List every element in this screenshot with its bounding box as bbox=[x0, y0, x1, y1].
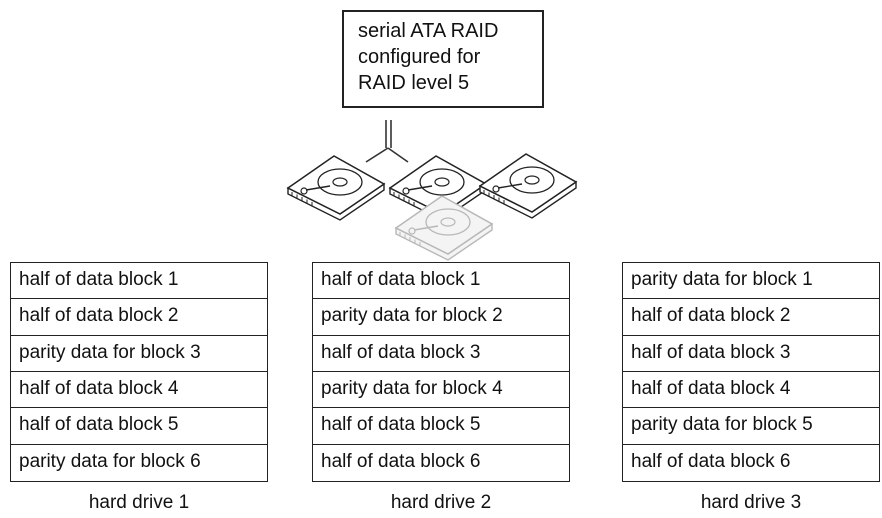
drive-1-table: half of data block 1 half of data block … bbox=[10, 262, 268, 482]
drive-3-block-row: half of data block 2 bbox=[623, 299, 879, 336]
drive-3-block-row: half of data block 6 bbox=[631, 450, 791, 472]
drive-3-block-row: parity data for block 5 bbox=[623, 408, 879, 445]
drive-2-block-row: parity data for block 2 bbox=[313, 299, 569, 336]
hard-drive-icon bbox=[478, 153, 578, 219]
drive-2-block-row: half of data block 6 bbox=[321, 450, 481, 472]
drive-1-block-row: half of data block 5 bbox=[11, 408, 267, 445]
drive-3-block-row: half of data block 4 bbox=[623, 372, 879, 409]
controller-label-line-3: RAID level 5 bbox=[358, 72, 470, 94]
drive-3-table: parity data for block 1 half of data blo… bbox=[622, 262, 880, 482]
spare-hard-drive-icon bbox=[394, 195, 494, 261]
drive-1-caption: hard drive 1 bbox=[88, 492, 190, 513]
connector-lines bbox=[365, 120, 409, 163]
hard-drive-icon bbox=[286, 155, 386, 221]
drive-3-block-row: half of data block 3 bbox=[623, 336, 879, 372]
controller-label-line-2: configured for bbox=[358, 46, 481, 68]
drive-1-block-row: half of data block 2 bbox=[11, 299, 267, 336]
drive-3-caption: hard drive 3 bbox=[700, 492, 802, 513]
drive-3-block-row: parity data for block 1 bbox=[623, 263, 879, 300]
drive-1-block-row: half of data block 4 bbox=[11, 372, 267, 409]
drive-1-block-row: half of data block 1 bbox=[11, 263, 267, 300]
hard-drive-icon bbox=[388, 155, 488, 221]
drive-2-block-row: half of data block 3 bbox=[313, 336, 569, 372]
controller-label-line-1: serial ATA RAID bbox=[358, 20, 499, 42]
raid-controller-box: serial ATA RAID configured for RAID leve… bbox=[342, 10, 544, 108]
drive-2-table: half of data block 1 parity data for blo… bbox=[312, 262, 570, 482]
drive-2-block-row: parity data for block 4 bbox=[313, 372, 569, 409]
drive-2-caption: hard drive 2 bbox=[390, 492, 492, 513]
drive-1-block-row: parity data for block 3 bbox=[11, 336, 267, 372]
drive-1-block-row: parity data for block 6 bbox=[19, 450, 201, 472]
drive-2-block-row: half of data block 1 bbox=[313, 263, 569, 300]
drive-2-block-row: half of data block 5 bbox=[313, 408, 569, 445]
